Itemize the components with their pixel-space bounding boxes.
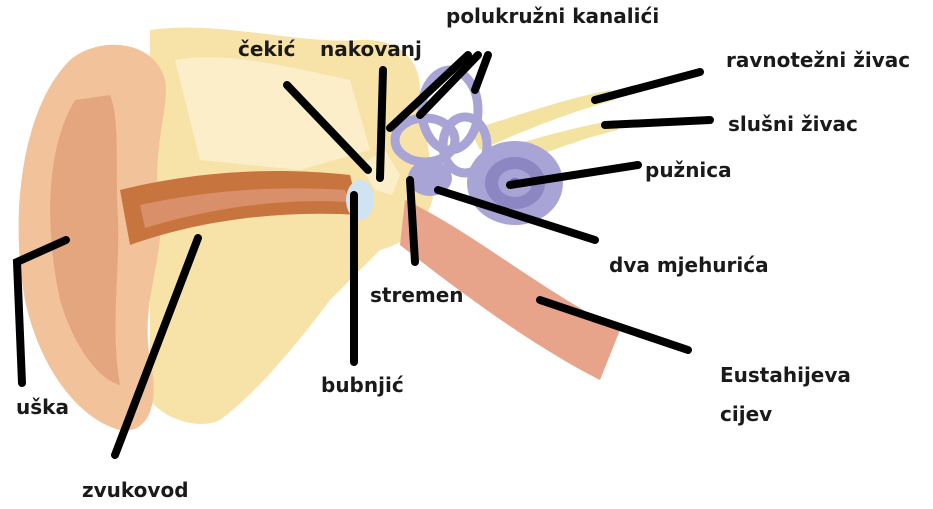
label-bubnjic: bubnjić xyxy=(321,373,404,397)
label-cekic: čekić xyxy=(238,37,295,61)
label-uska: uška xyxy=(16,395,69,419)
pointer-nakovanj xyxy=(380,70,383,178)
label-zvukovod: zvukovod xyxy=(82,478,189,502)
label-polukruzni-kanalici: polukružni kanalići xyxy=(446,4,659,28)
label-slusni-zivac: slušni živac xyxy=(728,112,858,136)
label-ravnotezni-zivac: ravnotežni živac xyxy=(726,48,910,72)
label-stremen: stremen xyxy=(370,283,464,307)
label-eustahijeva-2: cijev xyxy=(720,402,772,426)
pointer-slusni xyxy=(605,120,710,125)
label-dva-mjehurica: dva mjehurića xyxy=(609,253,769,277)
label-puznica: pužnica xyxy=(645,158,732,182)
label-nakovanj: nakovanj xyxy=(320,37,422,61)
pointer-ravnotezni xyxy=(595,72,700,100)
bone-lower xyxy=(176,255,306,408)
pointer-stremen xyxy=(410,180,415,262)
label-eustahijeva-1: Eustahijeva xyxy=(720,363,851,387)
